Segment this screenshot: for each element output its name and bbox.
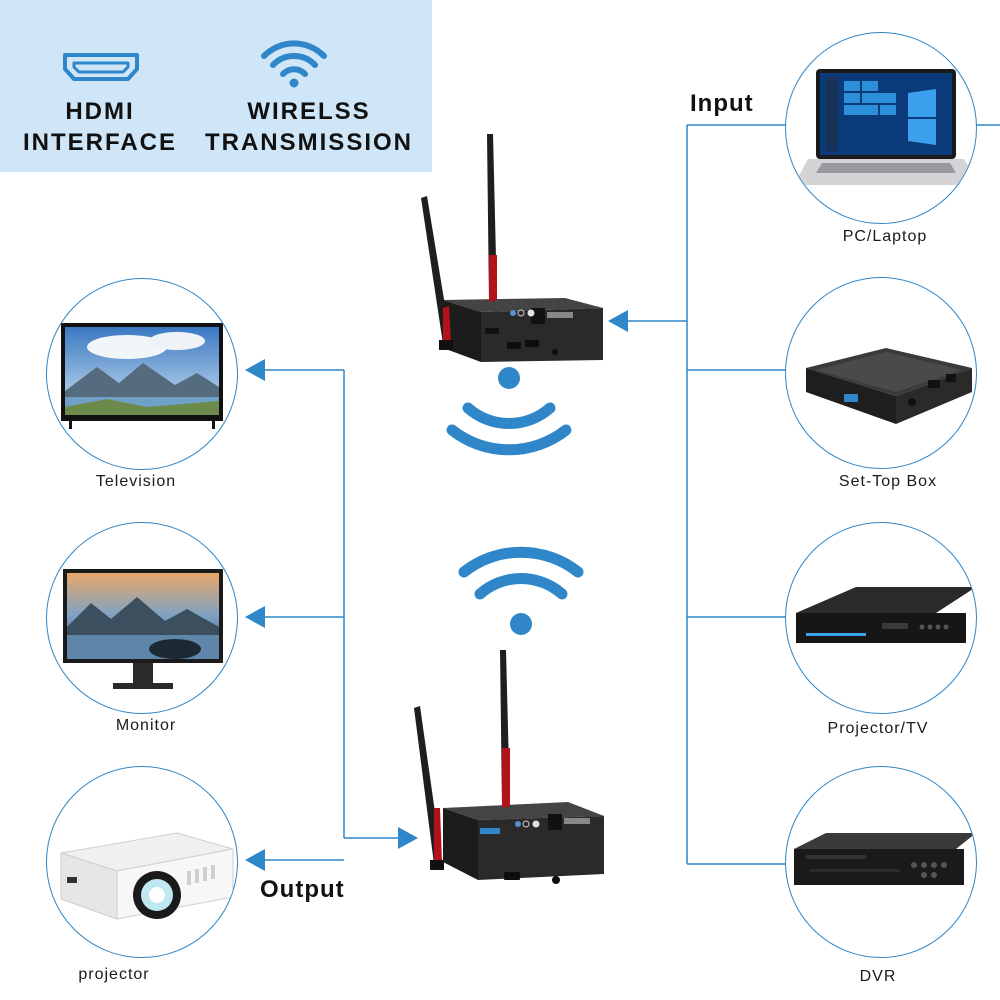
hdmi-label-line2: INTERFACE	[22, 129, 177, 156]
set-top-box-circle	[785, 277, 977, 469]
dvr-caption: DVR	[859, 968, 897, 985]
input-label: Input	[690, 90, 754, 117]
arrow-to-transmitter	[608, 310, 628, 332]
wireless-transmitter-icon	[421, 134, 603, 362]
laptop-icon	[794, 69, 976, 185]
wifi-icon	[261, 40, 327, 88]
monitor-circle	[46, 522, 238, 714]
wireless-label-line2: TRANSMISSION	[204, 129, 413, 156]
hdmi-label-line1: HDMI	[65, 98, 135, 125]
television-caption: Television	[95, 473, 177, 490]
dvr-icon	[794, 833, 976, 885]
dvd-player-icon	[796, 587, 976, 643]
laptop-caption: PC/Laptop	[842, 228, 928, 245]
projector-icon	[60, 832, 234, 920]
wireless-receiver-icon	[414, 650, 604, 884]
arrow-to-receiver	[398, 827, 418, 849]
wifi-signal-down-icon	[446, 402, 572, 456]
set-top-box-icon	[806, 348, 972, 424]
laptop-circle	[785, 32, 977, 224]
wireless-transmission-label: WIRELSS TRANSMISSION	[192, 96, 426, 158]
feature-banner: HDMI INTERFACE WIRELSS TRANSMISSION	[0, 0, 432, 172]
wifi-signal-down-dot	[498, 367, 520, 389]
wireless-label-line1: WIRELSS	[247, 98, 371, 125]
projector-caption: projector	[78, 966, 150, 983]
wifi-signal-up-dot	[510, 613, 532, 635]
hdmi-interface-label: HDMI INTERFACE	[10, 96, 190, 158]
set-top-box-caption: Set-Top Box	[838, 473, 938, 490]
projector-circle	[46, 766, 238, 958]
arrow-to-monitor	[245, 606, 265, 628]
dvd-player-circle	[785, 522, 977, 714]
hdmi-port-icon	[63, 53, 139, 81]
arrow-to-projector	[245, 849, 265, 871]
dvd-player-caption: Projector/TV	[827, 720, 929, 737]
television-icon	[61, 323, 223, 429]
arrow-to-television	[245, 359, 265, 381]
monitor-caption: Monitor	[115, 717, 177, 734]
wifi-signal-up-icon	[458, 546, 584, 600]
monitor-icon	[63, 569, 223, 689]
television-circle	[46, 278, 238, 470]
output-label: Output	[260, 876, 345, 903]
dvr-circle	[785, 766, 977, 958]
